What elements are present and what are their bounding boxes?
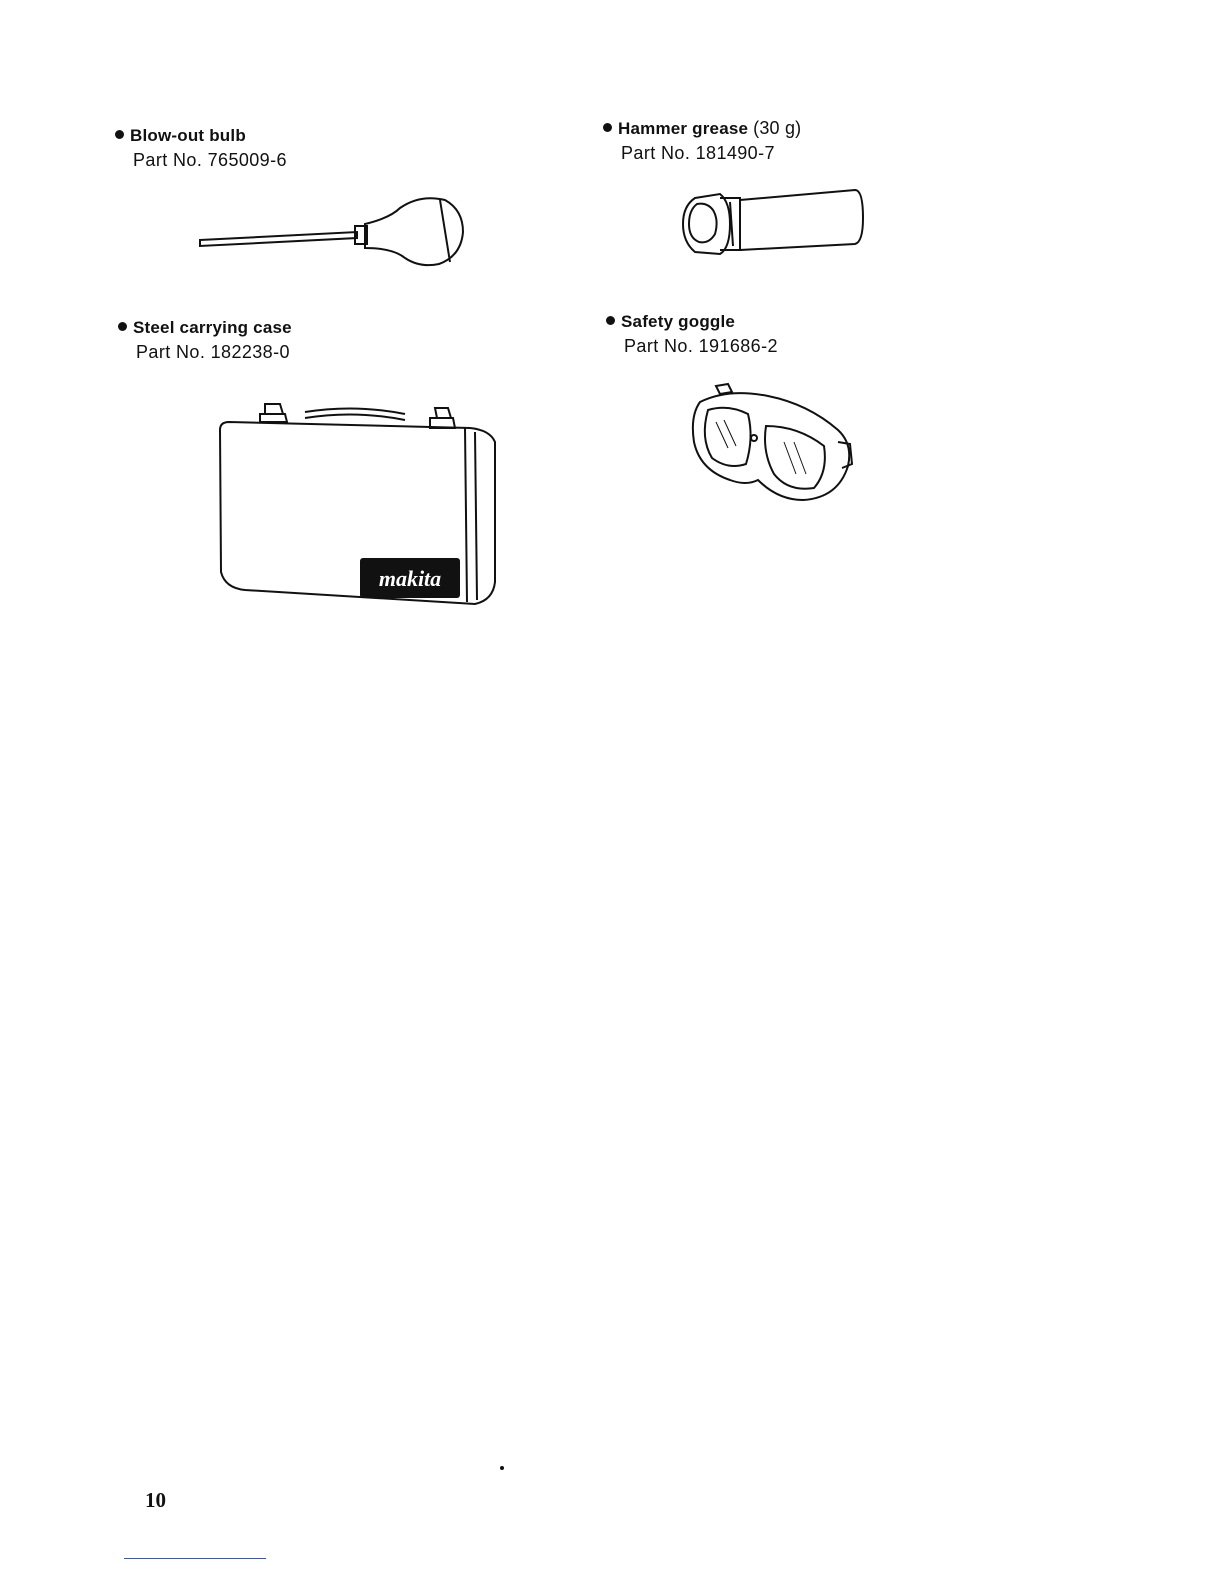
part-number: Part No. 765009-6 <box>133 150 287 171</box>
part-number: Part No. 181490-7 <box>621 143 801 164</box>
page-number: 10 <box>145 1488 166 1513</box>
bullet-icon <box>603 123 612 132</box>
bullet-icon <box>118 322 127 331</box>
hammer-grease-tube-illustration <box>675 182 870 262</box>
item-title: Steel carrying case <box>118 318 292 338</box>
safety-goggle-illustration <box>688 382 863 507</box>
item-title: Blow-out bulb <box>115 126 287 146</box>
item-title: Hammer grease (30 g) <box>603 118 801 139</box>
part-number: Part No. 182238-0 <box>136 342 292 363</box>
makita-logo-badge: makita <box>360 558 460 598</box>
svg-text:makita: makita <box>379 566 441 591</box>
accessory-steel-carrying-case: Steel carrying case Part No. 182238-0 <box>118 318 292 363</box>
item-title: Safety goggle <box>606 312 778 332</box>
bullet-icon <box>115 130 124 139</box>
accessory-hammer-grease: Hammer grease (30 g) Part No. 181490-7 <box>603 118 801 164</box>
stray-dot <box>500 1466 504 1470</box>
accessory-safety-goggle: Safety goggle Part No. 191686-2 <box>606 312 778 357</box>
footer-rule <box>124 1558 266 1559</box>
blow-out-bulb-illustration <box>195 190 475 270</box>
steel-carrying-case-illustration: makita <box>205 392 505 617</box>
part-number: Part No. 191686-2 <box>624 336 778 357</box>
accessory-blow-out-bulb: Blow-out bulb Part No. 765009-6 <box>115 126 287 171</box>
bullet-icon <box>606 316 615 325</box>
